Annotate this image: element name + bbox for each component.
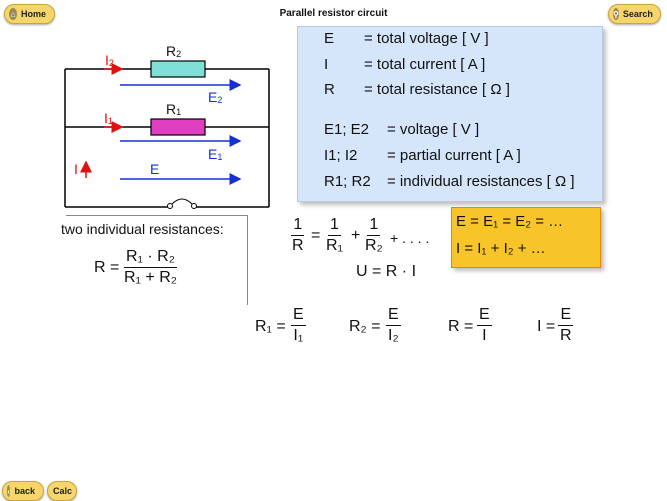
legend-row: I= total current [ A ] xyxy=(324,56,486,73)
resistor-r2 xyxy=(150,60,206,78)
legend-row: R1; R2= individual resistances [ Ω ] xyxy=(324,173,575,190)
legend-row: R= total resistance [ Ω ] xyxy=(324,81,510,98)
legend-panel: E= total voltage [ V ] I= total current … xyxy=(297,26,603,202)
equals-sign: = xyxy=(311,227,321,244)
circuit-diagram xyxy=(64,60,270,209)
label-e: E xyxy=(150,161,160,177)
label-e2: E2 xyxy=(208,89,223,105)
back-label: back xyxy=(14,486,35,496)
legend-row: E1; E2= voltage [ V ] xyxy=(324,121,480,138)
two-res-lhs: R = xyxy=(94,259,120,276)
r1-lhs: R₁ = xyxy=(255,318,286,335)
search-label: Search xyxy=(622,9,653,19)
r2-lhs: R₂ = xyxy=(349,318,381,335)
label-i1: I1 xyxy=(104,110,113,126)
summary-voltage: E = E₁ = E₂ = … xyxy=(456,213,564,230)
switch-contact-right xyxy=(191,203,197,209)
home-button[interactable]: ⌂ Home xyxy=(4,4,55,24)
calc-button[interactable]: Calc xyxy=(47,481,77,501)
page-title: Parallel resistor circuit xyxy=(279,8,388,19)
home-icon: ⌂ xyxy=(9,8,17,20)
i-lhs: I = xyxy=(537,318,556,335)
label-i2: I2 xyxy=(105,52,114,68)
summary-current: I = I₁ + I₂ + … xyxy=(456,240,546,257)
resistor-r1 xyxy=(150,118,206,136)
summary-box: E = E₁ = E₂ = … I = I₁ + I₂ + … xyxy=(451,207,601,268)
divider-vertical xyxy=(247,215,248,305)
label-e1: E1 xyxy=(208,146,223,162)
search-button[interactable]: ⚲ Search xyxy=(608,4,661,24)
switch-lever xyxy=(171,198,193,205)
plus-sign: + xyxy=(351,227,361,244)
divider-top xyxy=(66,215,247,216)
two-res-fraction: R₁ · R₂ R₁ + R₂ xyxy=(122,248,179,287)
back-arrow-icon: ‹ xyxy=(7,485,11,497)
label-i: I xyxy=(74,161,78,177)
calc-label: Calc xyxy=(53,486,73,496)
r-lhs: R = xyxy=(448,318,474,335)
home-label: Home xyxy=(20,9,46,19)
label-r1: R1 xyxy=(166,101,182,117)
two-res-numerator: R₁ · R₂ xyxy=(124,248,177,268)
ellipsis-terms: + . . . . xyxy=(390,230,430,246)
legend-row: E= total voltage [ V ] xyxy=(324,30,489,47)
search-icon: ⚲ xyxy=(613,8,619,20)
ohms-law: U = R · I xyxy=(356,263,417,280)
legend-row: I1; I2= partial current [ A ] xyxy=(324,147,521,164)
switch-contact-left xyxy=(167,203,173,209)
back-button[interactable]: ‹ back xyxy=(2,481,44,501)
two-resistances-heading: two individual resistances: xyxy=(61,221,224,237)
label-r2: R2 xyxy=(166,43,182,59)
two-res-denominator: R₁ + R₂ xyxy=(124,269,177,286)
